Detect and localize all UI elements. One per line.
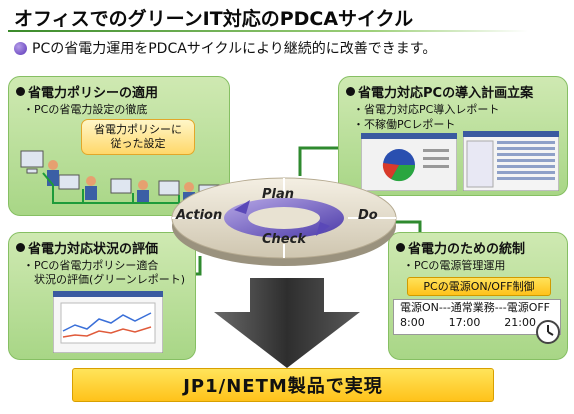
plan-item-2: ・不稼働PCレポート — [353, 118, 456, 131]
check-item-2: 状況の評価(グリーンレポート) — [23, 273, 186, 286]
do-box-title: 省電力のための統制 — [396, 238, 525, 257]
policy-box-title: 省電力ポリシーの適用 — [16, 82, 158, 101]
bullet-icon — [16, 243, 25, 252]
page-title: オフィスでのグリーンIT対応のPDCAサイクル — [14, 8, 414, 30]
bullet-icon — [14, 42, 27, 55]
check-box-title: 省電力対応状況の評価 — [16, 238, 158, 257]
schedule-times: 8:00 17:00 21:00 — [394, 315, 560, 330]
title-underline — [8, 30, 528, 32]
down-arrow-icon — [214, 278, 360, 368]
bullet-icon — [16, 87, 25, 96]
schedule-time-off: 21:00 — [504, 316, 536, 329]
plan-box-title: 省電力対応PCの導入計画立案 — [346, 82, 533, 101]
do-item: ・PCの電源管理運用 — [403, 259, 506, 272]
green-report-thumbnail — [53, 291, 163, 353]
plan-item-1: ・省電力対応PC導入レポート — [353, 103, 500, 116]
cycle-label-plan: Plan — [262, 187, 295, 202]
cycle-label-check: Check — [262, 232, 306, 247]
schedule-time-end: 17:00 — [448, 316, 481, 329]
connector-plan — [298, 146, 352, 176]
bullet-icon — [346, 87, 355, 96]
schedule-time-on: 8:00 — [400, 316, 425, 329]
list-report-thumbnail — [463, 131, 559, 191]
pdca-cycle-disc — [171, 177, 397, 266]
power-schedule: 電源ON---通常業務---電源OFF 8:00 17:00 21:00 — [393, 299, 561, 335]
cycle-label-do: Do — [358, 208, 378, 223]
check-box: 省電力対応状況の評価 ・PCの省電力ポリシー適合 状況の評価(グリーンレポート) — [8, 232, 196, 360]
bullet-icon — [396, 243, 405, 252]
clock-icon — [536, 320, 560, 344]
subtitle: PCの省電力運用をPDCAサイクルにより継続的に改善できます。 — [32, 41, 437, 57]
pie-report-thumbnail — [361, 133, 457, 191]
policy-callout: 省電力ポリシーに 従った設定 — [81, 119, 195, 155]
schedule-header: 電源ON---通常業務---電源OFF — [400, 301, 551, 314]
plan-box: 省電力対応PCの導入計画立案 ・省電力対応PC導入レポート ・不稼働PCレポート — [338, 76, 568, 196]
check-item-1: ・PCの省電力ポリシー適合 — [23, 259, 159, 272]
policy-item: ・PCの省電力設定の徹底 — [23, 103, 148, 116]
jp1-netm-banner: JP1/NETM製品で実現 — [72, 368, 494, 402]
cycle-label-action: Action — [176, 208, 223, 223]
power-control-label: PCの電源ON/OFF制御 — [407, 277, 551, 296]
do-box: 省電力のための統制 ・PCの電源管理運用 PCの電源ON/OFF制御 電源ON-… — [388, 232, 568, 360]
